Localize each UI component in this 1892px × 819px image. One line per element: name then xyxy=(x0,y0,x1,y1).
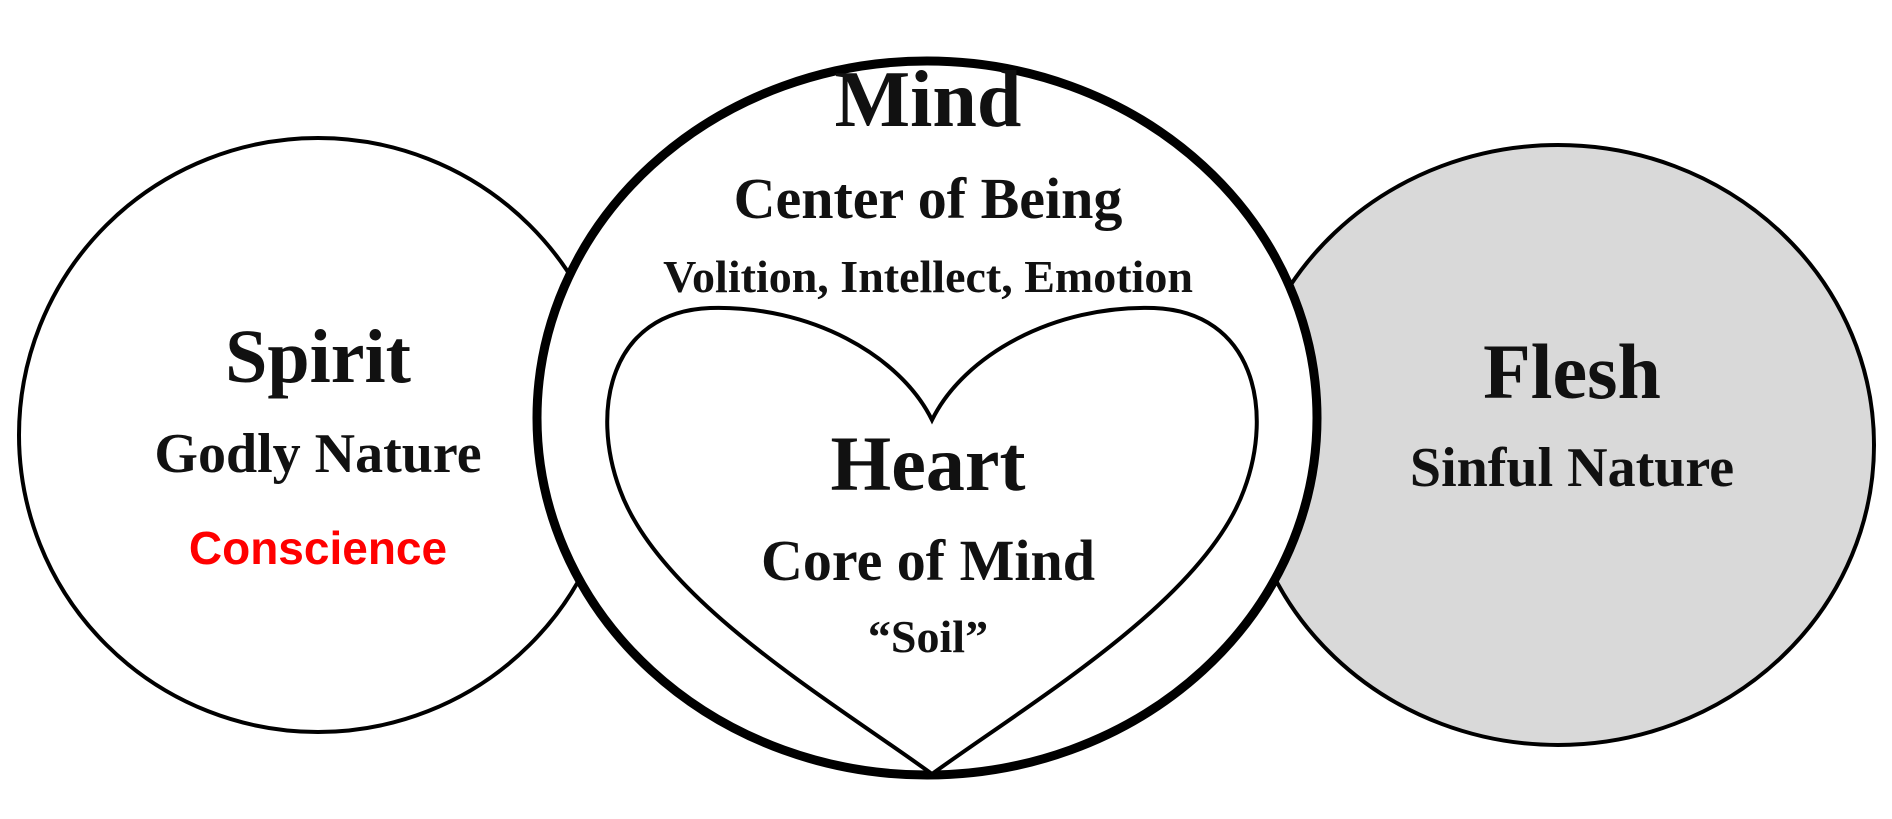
heart-title: Heart xyxy=(831,420,1026,507)
spirit-subtitle: Godly Nature xyxy=(154,423,481,485)
mind-subtitle: Center of Being xyxy=(734,166,1123,231)
heart-note: “Soil” xyxy=(868,611,988,662)
flesh-subtitle: Sinful Nature xyxy=(1410,437,1734,499)
spirit-conscience: Conscience xyxy=(189,522,447,574)
flesh-title: Flesh xyxy=(1483,328,1661,415)
mind-title: Mind xyxy=(835,56,1022,144)
heart-subtitle: Core of Mind xyxy=(761,528,1095,593)
mind-detail: Volition, Intellect, Emotion xyxy=(663,251,1193,302)
spirit-title: Spirit xyxy=(225,315,411,399)
heart-shape xyxy=(605,305,1259,777)
